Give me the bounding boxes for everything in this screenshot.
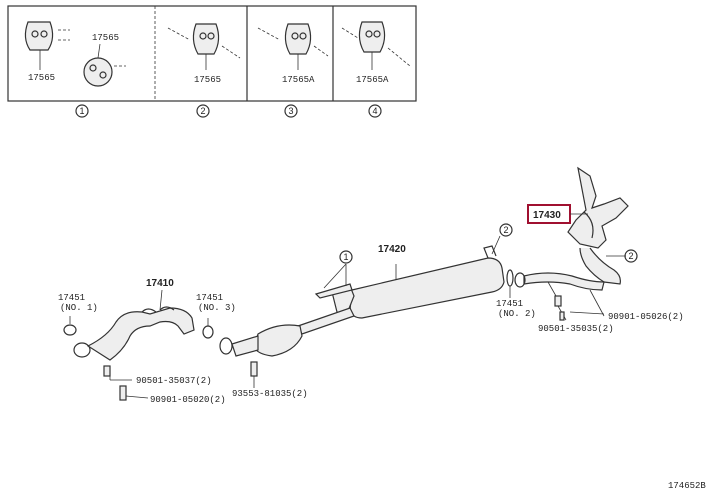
front-pipe-17410 — [63, 289, 195, 401]
inset-2: 17565 2 — [167, 23, 241, 118]
inset-4-marker — [368, 104, 382, 118]
inset-1-marker — [75, 104, 89, 118]
inset-panel: 17565 17565 ① 1 17565 2 — [7, 5, 417, 118]
callout-1 — [339, 250, 353, 264]
inset-1-label-a: 17565 — [28, 73, 55, 83]
center-pipe — [202, 307, 355, 388]
part-17451-no2-sub: (NO. 2) — [498, 309, 536, 319]
inset-3: 17565A 3 — [257, 23, 329, 118]
part-17420-label: 17420 — [378, 244, 406, 255]
svg-text:4: 4 — [372, 106, 377, 116]
inset-3-marker — [284, 104, 298, 118]
bolt-90501-35037-label: 90501-35037(2) — [136, 376, 212, 386]
svg-text:1: 1 — [79, 106, 84, 116]
svg-text:2: 2 — [503, 225, 508, 235]
catalytic-converter-17430: 2 — [567, 166, 638, 285]
svg-text:1: 1 — [343, 252, 348, 262]
bolt-front-icon — [119, 385, 127, 401]
bolt-90901-05020-label: 90901-05020(2) — [150, 395, 226, 405]
inset-4: 17565A 4 — [341, 21, 411, 118]
part-17451-no2-label: 17451 — [496, 299, 523, 309]
svg-text:2: 2 — [200, 106, 205, 116]
inset-2-label: 17565 — [194, 75, 221, 85]
callout-2a — [499, 223, 513, 237]
muffler-17420 — [314, 235, 505, 319]
part-17451-no3-sub: (NO. 3) — [198, 303, 236, 313]
part-17451-no1-label: 17451 — [58, 293, 85, 303]
hanger-3-icon — [284, 23, 312, 55]
inset-4-label: 17565A — [356, 75, 389, 85]
inset-1: 17565 17565 ① 1 — [24, 21, 126, 118]
bolt-93553-81035-label: 93553-81035(2) — [232, 389, 308, 399]
nut-front-icon — [103, 365, 111, 377]
inset-3-label: 17565A — [282, 75, 315, 85]
bolt-90501-35035-label: 90501-35035(2) — [538, 324, 614, 334]
front-pipe — [506, 269, 605, 298]
figure-id: 174652B — [668, 481, 706, 491]
bolts-right — [547, 281, 605, 321]
gasket-no3-icon — [202, 325, 214, 339]
part-17451-no3-label: 17451 — [196, 293, 223, 303]
hanger-2-icon — [192, 23, 220, 55]
bolt-90901-05026-label: 90901-05026(2) — [608, 312, 684, 322]
part-17410-label: 17410 — [146, 278, 174, 289]
svg-text:3: 3 — [288, 106, 293, 116]
inset-1-label-b: 17565 — [92, 33, 119, 43]
part-17451-no1-sub: (NO. 1) — [60, 303, 98, 313]
inset-frame — [7, 5, 417, 102]
nut-icon — [559, 311, 565, 321]
center-converter-icon — [253, 324, 303, 357]
svg-text:2: 2 — [628, 251, 633, 261]
stud-bolt-icon — [250, 361, 258, 377]
hanger-1b-icon — [83, 57, 113, 87]
inset-2-marker — [196, 104, 210, 118]
gasket-no2-icon — [506, 269, 514, 287]
hanger-4-icon — [358, 21, 386, 53]
bolt-icon — [554, 295, 562, 307]
gasket-no1-icon — [63, 324, 77, 336]
part-17430-label: 17430 — [533, 210, 561, 221]
callout-2b — [624, 249, 638, 263]
hanger-1a-icon — [24, 21, 54, 51]
